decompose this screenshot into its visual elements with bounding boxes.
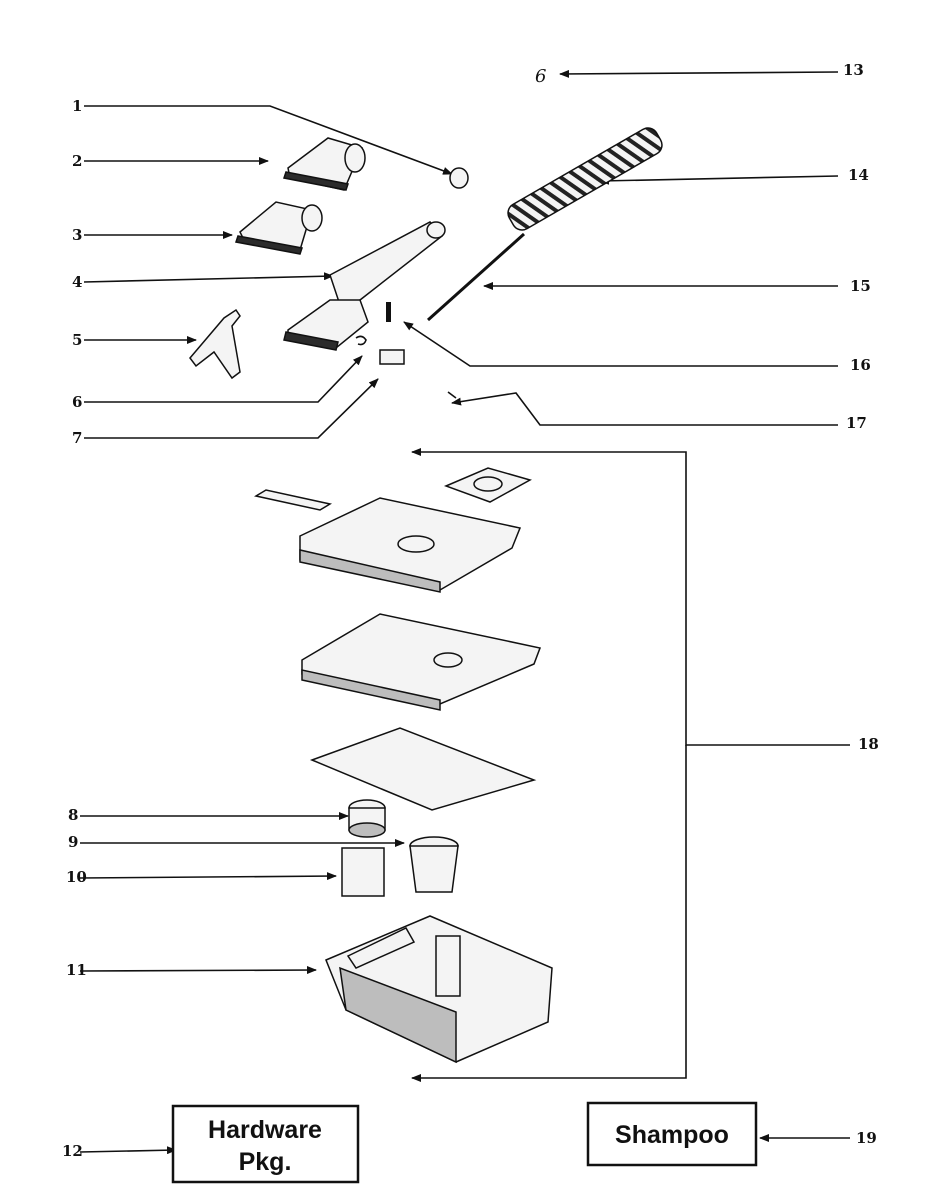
callout-14: 14 xyxy=(848,166,869,184)
part-1-cap xyxy=(449,167,469,189)
part-3-tool xyxy=(235,201,323,255)
callout-15: 15 xyxy=(850,277,871,295)
shampoo-box: Shampoo xyxy=(586,1101,758,1167)
callout-10: 10 xyxy=(66,868,87,886)
callout-8: 8 xyxy=(68,806,78,824)
callout-16: 16 xyxy=(850,356,871,374)
shampoo-label: Shampoo xyxy=(615,1121,729,1149)
callout-17: 17 xyxy=(846,414,867,432)
part-2-upholstery-tool xyxy=(283,137,366,191)
part-6-clip xyxy=(355,335,367,346)
callout-13: 13 xyxy=(843,61,864,79)
hardware-pkg-box: Hardware Pkg. xyxy=(171,1104,360,1184)
part-17-part xyxy=(447,391,457,399)
part-14-hose xyxy=(507,127,663,231)
leader-lines xyxy=(79,69,850,1155)
callout-11: 11 xyxy=(66,961,87,979)
part-9-basket xyxy=(409,836,459,893)
callout-4: 4 xyxy=(72,273,82,291)
part-5-hand-tool xyxy=(189,308,241,380)
callout-12: 12 xyxy=(62,1142,83,1160)
part-4-floor-tool xyxy=(283,221,446,351)
callout-7: 7 xyxy=(72,429,82,447)
callout-19: 19 xyxy=(856,1129,877,1147)
callout-9: 9 xyxy=(68,833,78,851)
callout-3: 3 xyxy=(72,226,82,244)
header-ref: 6 xyxy=(535,66,546,87)
hardware-pkg-line1: Hardware xyxy=(208,1116,322,1144)
callout-5: 5 xyxy=(72,331,82,349)
callout-18: 18 xyxy=(858,735,879,753)
part-15-rod xyxy=(426,232,526,322)
part-8-filter xyxy=(348,799,386,838)
part-7-bracket xyxy=(379,349,405,365)
callout-6: 6 xyxy=(72,393,82,411)
part-16-pin xyxy=(386,302,391,322)
callout-2: 2 xyxy=(72,152,82,170)
part-18-tank-assembly xyxy=(253,467,542,811)
part-10-cartridge xyxy=(341,847,385,897)
hardware-pkg-line2: Pkg. xyxy=(239,1148,292,1176)
callout-1: 1 xyxy=(72,97,82,115)
part-11-tank xyxy=(325,915,553,1064)
